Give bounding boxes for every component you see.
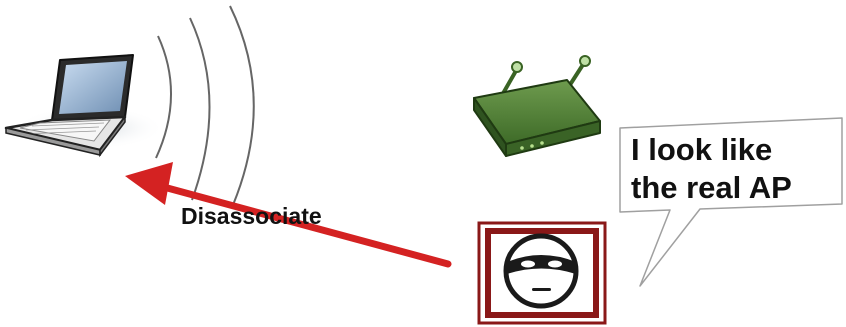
rogue-ap-icon: [479, 223, 605, 323]
speech-bubble-text: I look like the real AP: [631, 131, 792, 207]
wireless-signal-icon: [156, 6, 254, 205]
speech-bubble-line-1: I look like: [631, 131, 792, 169]
disassociate-label: Disassociate: [181, 203, 322, 230]
access-point-icon: [474, 56, 600, 156]
laptop-icon: [6, 55, 165, 155]
speech-bubble-line-2: the real AP: [631, 169, 792, 207]
